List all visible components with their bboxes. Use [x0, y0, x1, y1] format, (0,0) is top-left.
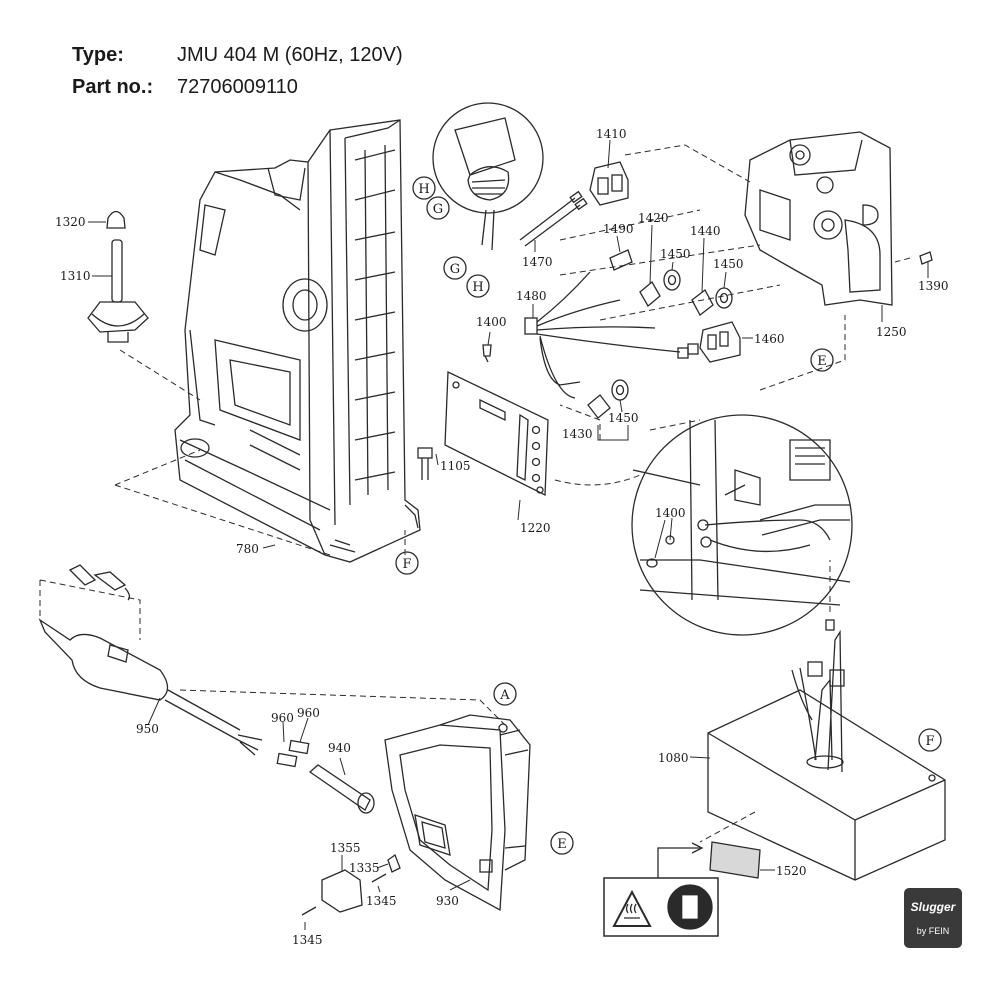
part-label-1410: 1410 — [596, 127, 627, 141]
type-label: Type: — [72, 44, 124, 66]
assembly-dashed-lines — [39, 144, 911, 843]
part-label-960-b: 960 — [297, 706, 320, 720]
logo-by-text: by FEIN — [916, 926, 950, 936]
circle-label-g-2: G — [450, 262, 460, 277]
warning-sticker-drawing — [603, 842, 719, 937]
switch-1410-drawing — [519, 161, 629, 247]
part-label-1520: 1520 — [776, 864, 807, 878]
circle-label-a: A — [499, 688, 510, 703]
part-label-1400-a: 1400 — [476, 315, 507, 329]
motor-box-1080-drawing — [707, 619, 946, 881]
wiring-harness-1480-drawing — [524, 271, 681, 399]
part-label-1105: 1105 — [440, 459, 471, 473]
knob-assembly-drawing — [87, 210, 149, 343]
magnified-detail-1400-drawing — [631, 414, 853, 636]
screws-1345-drawing — [301, 853, 401, 916]
part-label-1355: 1355 — [330, 841, 361, 855]
part-label-950: 950 — [136, 722, 159, 736]
logo-brand-text: Slugger — [910, 900, 956, 914]
part-label-1440: 1440 — [690, 224, 721, 238]
small-components-drawing — [482, 249, 733, 419]
leader-lines — [88, 139, 929, 930]
part-label-930: 930 — [436, 894, 459, 908]
circle-label-e-2: E — [557, 837, 567, 852]
part-label-1460: 1460 — [754, 332, 785, 346]
button-1355-drawing — [321, 869, 363, 913]
part-label-1250: 1250 — [876, 325, 907, 339]
part-label-940: 940 — [328, 741, 351, 755]
switch-1460-drawing — [677, 321, 741, 363]
stand-housing-drawing — [174, 119, 421, 563]
reference-circles — [395, 176, 942, 855]
part-label-780: 780 — [236, 542, 259, 556]
connectors-960-drawing — [276, 739, 310, 768]
part-label-1450-b: 1450 — [713, 257, 744, 271]
circle-label-f-2: F — [925, 734, 934, 749]
part-number-labels: 1320 1310 1410 1470 1490 1420 1440 1450 … — [55, 127, 949, 947]
part-label-1420: 1420 — [638, 211, 669, 225]
part-label-1490: 1490 — [603, 222, 634, 236]
slugger-logo: Slugger by FEIN — [904, 888, 962, 948]
circle-label-g-1: G — [433, 202, 443, 217]
part-label-1310: 1310 — [60, 269, 91, 283]
part-label-960-a: 960 — [271, 711, 294, 725]
label-1520-drawing — [709, 841, 761, 879]
header-type-row: Type: JMU 404 M (60Hz, 120V) — [72, 44, 403, 67]
circle-label-h-2: H — [472, 280, 483, 295]
part-label-1320: 1320 — [55, 215, 86, 229]
circle-label-e-1: E — [817, 354, 827, 369]
header-part-row: Part no.: 72706009110 — [72, 76, 298, 99]
side-panel-1250-drawing — [744, 131, 933, 306]
part-number-value: 72706009110 — [177, 76, 298, 98]
part-label-1450-c: 1450 — [608, 411, 639, 425]
part-label-1470: 1470 — [522, 255, 553, 269]
strain-relief-940-drawing — [308, 764, 375, 814]
circuit-board-1220-drawing — [417, 370, 549, 497]
reference-circle-letters: H G G H E F A E F — [402, 182, 934, 852]
part-number-label: Part no.: — [72, 76, 154, 98]
part-label-1335: 1335 — [349, 861, 380, 875]
part-label-1080: 1080 — [658, 751, 689, 765]
part-label-1345-a: 1345 — [366, 894, 397, 908]
rear-cover-930-drawing — [384, 714, 531, 912]
hot-surface-warning-icon — [612, 889, 652, 927]
part-label-1430: 1430 — [562, 427, 593, 441]
part-label-1400-b: 1400 — [655, 506, 686, 520]
circle-label-h-1: H — [418, 182, 429, 197]
part-label-1450-a: 1450 — [660, 247, 691, 261]
part-label-1390: 1390 — [918, 279, 949, 293]
part-label-1480: 1480 — [516, 289, 547, 303]
part-label-1220: 1220 — [520, 521, 551, 535]
type-value: JMU 404 M (60Hz, 120V) — [177, 44, 403, 66]
circle-label-f-1: F — [402, 557, 411, 572]
part-label-1345-b: 1345 — [292, 933, 323, 947]
power-cable-950-drawing — [38, 564, 263, 756]
magnified-detail-gh-drawing — [432, 102, 544, 251]
